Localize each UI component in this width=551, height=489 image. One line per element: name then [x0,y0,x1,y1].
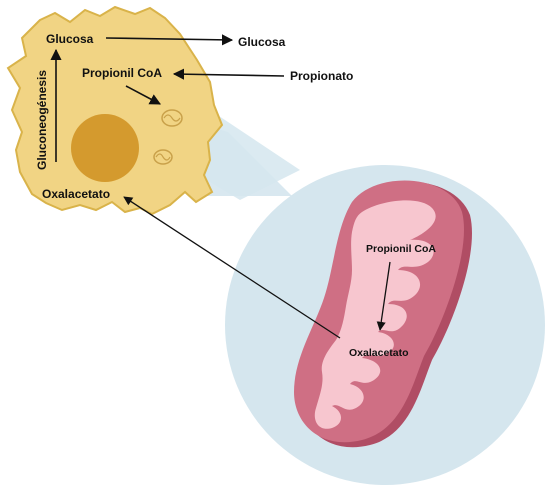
label-oxalacetato-mito: Oxalacetato [349,347,409,359]
label-oxalacetato-cell: Oxalacetato [42,187,110,201]
small-mitochondrion-1 [161,109,183,127]
mitochondrion-inner [314,200,436,429]
zoom-connector [190,110,300,200]
label-glucosa-out: Glucosa [238,35,286,49]
label-gluconeogenesis: Gluconeogénesis [35,70,49,170]
arrow-propionato-in [172,68,285,80]
label-propionil-cell: Propionil CoA [82,66,162,80]
arrow-mito-conversion [376,261,391,331]
arrow-glucosa-out [105,34,234,46]
arrow-to-mitochondrion [125,85,161,105]
label-glucosa-cell: Glucosa [46,32,94,46]
nucleus [71,114,139,182]
label-propionato: Propionato [290,69,353,83]
label-propionil-mito: Propionil CoA [366,243,436,255]
arrow-oxalacetato-export [123,196,341,339]
small-mitochondrion-2 [153,149,173,165]
